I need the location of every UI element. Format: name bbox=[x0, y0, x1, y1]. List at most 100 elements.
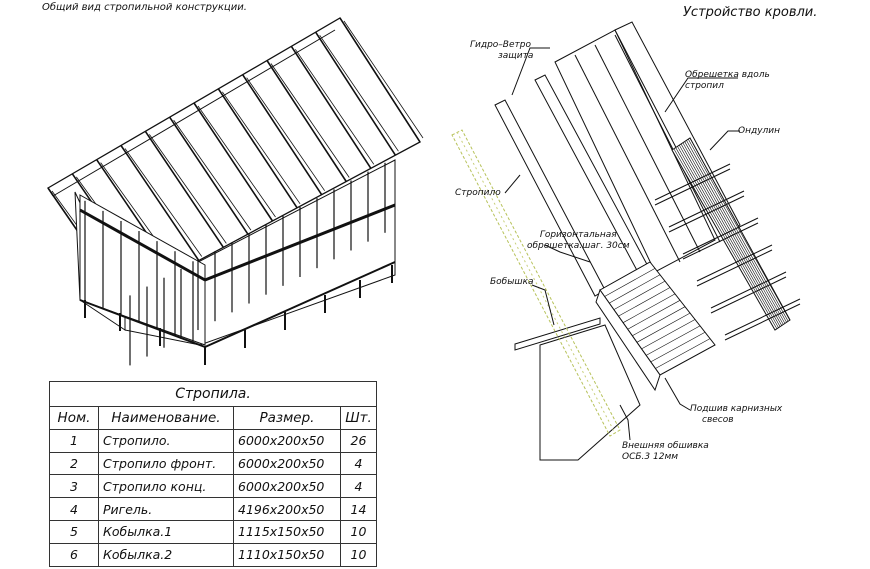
horizontal-batten bbox=[654, 168, 731, 206]
horizontal-batten bbox=[710, 276, 787, 314]
label-hydro-line2: защита bbox=[498, 51, 534, 61]
cell-name: Кобылка.2 bbox=[98, 542, 234, 567]
label-obreshetka-line2: стропил bbox=[685, 81, 724, 91]
soffit-line bbox=[622, 293, 676, 323]
rafter-line bbox=[246, 77, 325, 191]
rafter-line bbox=[290, 45, 372, 169]
horizontal-batten bbox=[682, 222, 759, 260]
label-hydro-line1: Гидро–Ветро bbox=[470, 40, 531, 50]
table-caption: Стропила. bbox=[49, 381, 377, 407]
horizontal-batten bbox=[696, 249, 773, 287]
label-external: Внешняя обшивка ОСБ.3 12мм bbox=[622, 441, 709, 463]
rafter-line bbox=[343, 20, 424, 139]
cell-name: Стропило. bbox=[98, 428, 234, 453]
label-obreshetka-line1: Обрешетка вдоль bbox=[685, 70, 770, 80]
soffit-line bbox=[627, 300, 681, 330]
cell-num: 5 bbox=[49, 519, 99, 544]
soffit-line bbox=[641, 319, 696, 350]
house-frame-drawing bbox=[47, 17, 424, 366]
label-podshiv-line2: свесов bbox=[702, 415, 734, 425]
rafter-line bbox=[222, 91, 301, 205]
rafter-line bbox=[149, 134, 227, 244]
rafter-line bbox=[173, 119, 252, 231]
soffit-line bbox=[604, 268, 656, 297]
label-external-line2: ОСБ.3 12мм bbox=[622, 452, 679, 462]
label-podshiv: Подшив карнизных свесов bbox=[690, 404, 782, 426]
right-title: Устройство кровли. bbox=[683, 5, 818, 20]
cell-qty: 10 bbox=[340, 542, 377, 567]
batten-line bbox=[594, 44, 701, 253]
horizontal-batten bbox=[668, 190, 745, 228]
roof-section-drawing bbox=[451, 21, 801, 461]
rafter-line bbox=[314, 31, 397, 156]
rafter-line bbox=[319, 34, 399, 152]
cell-num: 6 bbox=[49, 542, 99, 567]
label-obreshetka-along: Обрешетка вдоль стропил bbox=[685, 70, 770, 92]
left-title: Общий вид стропильной конструкции. bbox=[42, 2, 247, 13]
batten-line bbox=[614, 34, 721, 243]
horizontal-batten bbox=[682, 217, 759, 255]
soffit-line bbox=[609, 274, 661, 304]
soffit-line bbox=[632, 306, 686, 337]
label-boby: Бобышка bbox=[490, 277, 534, 287]
cell-name: Ригель. bbox=[98, 497, 234, 521]
horizontal-batten bbox=[654, 163, 731, 201]
cell-size: 6000x200x50 bbox=[233, 428, 341, 453]
rafter-line bbox=[266, 60, 347, 182]
cell-size: 4196x200x50 bbox=[233, 497, 341, 521]
label-horizontal: Горизонтальная обрешетка.шаг. 30см bbox=[527, 230, 630, 252]
label-horizontal-line1: Горизонтальная bbox=[539, 230, 617, 240]
soffit-line bbox=[618, 287, 671, 317]
rafter-line bbox=[169, 116, 249, 235]
cell-name: Кобылка.1 bbox=[98, 519, 234, 544]
header-num: Ном. bbox=[49, 406, 99, 430]
soffit-line bbox=[655, 338, 711, 369]
horizontal-batten bbox=[710, 271, 787, 309]
rafter-line bbox=[124, 148, 203, 257]
cell-num: 4 bbox=[49, 497, 99, 521]
soffit-line bbox=[646, 325, 701, 356]
rafter-line bbox=[144, 130, 224, 248]
cell-name: Стропило фронт. bbox=[98, 451, 234, 476]
cell-qty: 26 bbox=[340, 428, 377, 453]
ondulin-line bbox=[688, 139, 791, 321]
soffit-line bbox=[599, 261, 651, 291]
soffit-line bbox=[636, 312, 691, 343]
cell-size: 6000x200x50 bbox=[233, 474, 341, 499]
header-name: Наименование. bbox=[98, 406, 234, 430]
label-horizontal-line2: обрешетка.шаг. 30см bbox=[527, 241, 630, 251]
cell-qty: 4 bbox=[340, 451, 377, 476]
label-stropilo: Стропило bbox=[455, 188, 501, 198]
header-qty: Шт. bbox=[340, 406, 377, 430]
ondulin-line bbox=[686, 140, 789, 322]
rafter-line bbox=[295, 49, 375, 165]
ondulin-line bbox=[679, 145, 783, 326]
cell-size: 1115x150x50 bbox=[233, 519, 341, 544]
ondulin-line bbox=[684, 141, 787, 323]
cell-qty: 4 bbox=[340, 474, 377, 499]
rafter-line bbox=[339, 17, 421, 143]
rafter-line bbox=[193, 102, 274, 222]
rafter-line bbox=[270, 63, 350, 178]
header-size: Размер. bbox=[233, 406, 341, 430]
cell-num: 1 bbox=[49, 428, 99, 453]
rafters-spec-table: Стропила. Ном. Наименование. Размер. Шт.… bbox=[49, 381, 377, 567]
rafter-line bbox=[197, 105, 276, 218]
cell-qty: 10 bbox=[340, 519, 377, 544]
rafter-line bbox=[217, 88, 298, 209]
cell-size: 1110x150x50 bbox=[233, 542, 341, 567]
horizontal-batten bbox=[724, 298, 801, 336]
cell-size: 6000x200x50 bbox=[233, 451, 341, 476]
cell-num: 2 bbox=[49, 451, 99, 476]
label-podshiv-line1: Подшив карнизных bbox=[690, 404, 783, 414]
horizontal-batten bbox=[724, 303, 801, 341]
horizontal-batten bbox=[668, 195, 745, 233]
label-external-line1: Внешняя обшивка bbox=[622, 441, 709, 451]
label-ondulin: Ондулин bbox=[738, 126, 781, 136]
